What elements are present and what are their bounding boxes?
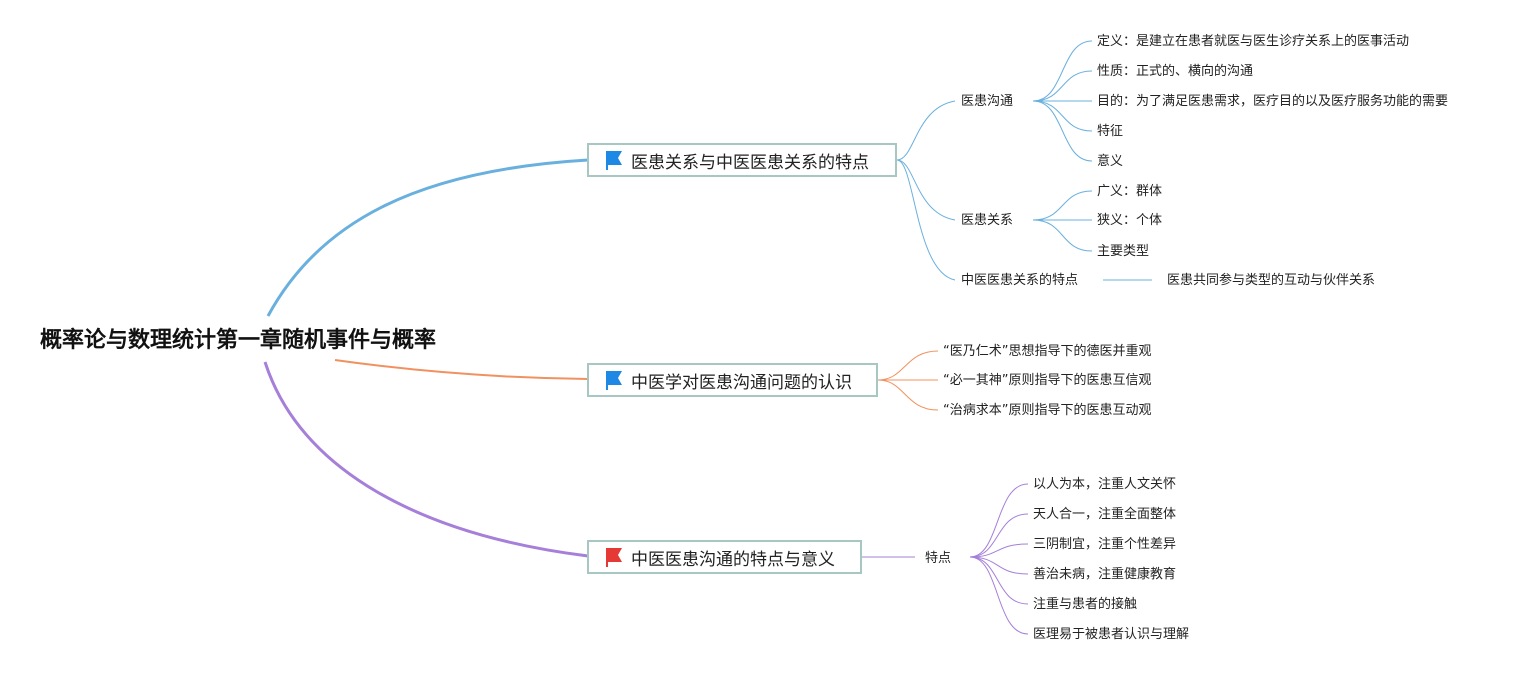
topic-tcm-communication[interactable]: 中医医患沟通的特点与意义 — [587, 540, 862, 574]
leaf-broad[interactable]: 广义：群体 — [1097, 184, 1163, 199]
leaf-features[interactable]: 特征 — [1097, 124, 1124, 139]
branch-line-1 — [266, 158, 589, 317]
subtopic-relationship[interactable]: 医患关系 — [961, 213, 1014, 228]
subtopic-tcm-relationship[interactable]: 中医医患关系的特点 — [961, 273, 1079, 288]
leaf-purpose[interactable]: 目的：为了满足医患需求，医疗目的以及医疗服务功能的需要 — [1097, 94, 1449, 109]
subtopic-characteristics[interactable]: 特点 — [925, 551, 952, 566]
flag-blue-icon — [606, 371, 622, 390]
leaf-main-types[interactable]: 主要类型 — [1097, 244, 1150, 259]
leaf-benevolence[interactable]: “医乃仁术”思想指导下的德医并重观 — [943, 344, 1152, 359]
branch-line-3 — [263, 361, 589, 558]
branch-line-2 — [334, 359, 589, 380]
topic-label: 医患关系与中医医患关系的特点 — [631, 152, 869, 173]
leaf-definition[interactable]: 定义：是建立在患者就医与医生诊疗关系上的医事活动 — [1097, 34, 1410, 49]
leaf-understanding[interactable]: 医理易于被患者认识与理解 — [1033, 627, 1190, 642]
topic-label: 中医学对医患沟通问题的认识 — [631, 372, 852, 393]
leaf-trust[interactable]: “必一其神”原则指导下的医患互信观 — [943, 373, 1152, 388]
root-topic[interactable]: 概率论与数理统计第一章随机事件与概率 — [40, 328, 437, 353]
leaf-holistic[interactable]: 天人合一，注重全面整体 — [1033, 507, 1177, 522]
subtopic-communication[interactable]: 医患沟通 — [961, 94, 1014, 109]
flag-red-icon — [606, 548, 622, 567]
leaf-partnership[interactable]: 医患共同参与类型的互动与伙伴关系 — [1167, 273, 1376, 288]
leaf-interaction[interactable]: “治病求本”原则指导下的医患互动观 — [943, 403, 1152, 418]
leaf-significance[interactable]: 意义 — [1097, 154, 1124, 169]
leaf-prevention[interactable]: 善治未病，注重健康教育 — [1033, 567, 1177, 582]
leaf-nature[interactable]: 性质：正式的、横向的沟通 — [1097, 64, 1254, 79]
leaf-narrow[interactable]: 狭义：个体 — [1097, 213, 1163, 228]
flag-blue-icon — [606, 151, 622, 170]
leaf-individual[interactable]: 三阴制宜，注重个性差异 — [1033, 537, 1177, 552]
topic-tcm-understanding[interactable]: 中医学对医患沟通问题的认识 — [587, 363, 878, 397]
leaf-people-oriented[interactable]: 以人为本，注重人文关怀 — [1033, 477, 1177, 492]
topic-doctor-patient-relationship[interactable]: 医患关系与中医医患关系的特点 — [587, 143, 897, 177]
topic-label: 中医医患沟通的特点与意义 — [631, 549, 835, 570]
leaf-contact[interactable]: 注重与患者的接触 — [1033, 597, 1138, 612]
